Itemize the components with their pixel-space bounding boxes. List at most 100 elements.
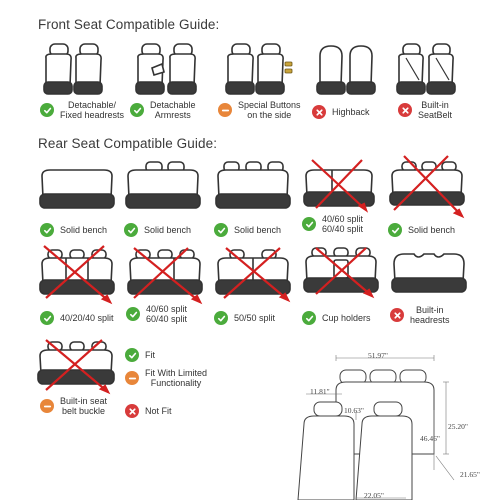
caption-line: Solid bench: [234, 225, 282, 235]
front-seat-guide-title: Front Seat Compatible Guide:: [38, 17, 220, 32]
check-circle-icon: [388, 223, 402, 237]
dimension-width-top: 51.97": [368, 351, 388, 360]
check-circle-icon: [214, 311, 228, 325]
caption-label: 50/50 split: [234, 313, 275, 323]
caption-line: 40/60 split: [146, 304, 188, 314]
caption-label: Solid bench: [234, 225, 281, 235]
caption-line: Solid bench: [144, 225, 192, 235]
dimension-bottom: 22.05": [364, 491, 384, 500]
front-seat-highback-illustration: [314, 42, 380, 98]
rear-40-20-40-split-illustration: [38, 244, 118, 306]
check-circle-icon: [130, 103, 144, 117]
caption-label: Fit: [145, 350, 155, 360]
rear-solid-bench-illustration-1: [38, 166, 118, 212]
caption-label: Not Fit: [145, 406, 172, 416]
front-items-caption-4: Highback: [312, 105, 370, 119]
rear-solid-bench-illustration-3: [214, 160, 294, 212]
rear-row1-caption-5: Solid bench: [388, 223, 455, 237]
rear-40-60-split-illustration: [302, 156, 380, 218]
caption-label: Solid bench: [144, 225, 191, 235]
caption-line: Solid bench: [408, 225, 456, 235]
caption-line: Cup holders: [322, 313, 371, 323]
check-circle-icon: [40, 223, 54, 237]
legend-caption-3: Not Fit: [125, 404, 172, 418]
front-seat-side-buttons-illustration: [222, 42, 298, 98]
check-circle-icon: [126, 307, 140, 321]
dimension-right-height: 25.20": [448, 422, 468, 431]
caption-line: Armrests: [154, 110, 191, 120]
seat-dimensions-diagram: [296, 350, 496, 500]
front-seat-built-in-seatbelt-illustration: [394, 42, 460, 98]
minus-circle-icon: [218, 103, 232, 117]
check-circle-icon: [214, 223, 228, 237]
x-circle-icon: [398, 103, 412, 117]
rear-solid-bench-illustration-2: [124, 160, 204, 212]
check-circle-icon: [302, 311, 316, 325]
minus-circle-icon: [125, 371, 139, 385]
rear-40-60-split-with-headrests-illustration: [126, 244, 206, 306]
dimension-back-height: 46.46": [420, 434, 440, 443]
check-circle-icon: [40, 311, 54, 325]
rear-seat-guide-title: Rear Seat Compatible Guide:: [38, 136, 218, 151]
caption-line: Highback: [332, 107, 370, 117]
x-circle-icon: [390, 308, 404, 322]
dimension-seat-depth: 21.65": [460, 470, 480, 479]
dimension-left-height: 11.81": [310, 387, 330, 396]
legend-caption-1: Fit: [125, 348, 155, 362]
check-circle-icon: [40, 103, 54, 117]
caption-line: headrests: [410, 315, 450, 325]
caption-label: Cup holders: [322, 313, 371, 323]
caption-label: Detachable/Fixed headrests: [60, 100, 124, 120]
caption-label: Solid bench: [408, 225, 455, 235]
caption-line: 40/60 split: [322, 214, 364, 224]
rear-row1-caption-1: Solid bench: [40, 223, 107, 237]
caption-line: Fit: [145, 350, 155, 360]
caption-line: Fit With Limited: [145, 368, 208, 378]
caption-line: Built-in: [421, 100, 449, 110]
check-circle-icon: [124, 223, 138, 237]
front-items-caption-1: Detachable/Fixed headrests: [40, 100, 124, 120]
caption-label: Solid bench: [60, 225, 107, 235]
minus-circle-icon: [40, 399, 54, 413]
caption-line: Built-in: [416, 305, 444, 315]
caption-line: Functionality: [150, 378, 202, 388]
rear-row1-caption-3: Solid bench: [214, 223, 281, 237]
caption-line: 60/40 split: [146, 314, 188, 324]
rear-50-50-split-illustration: [214, 244, 294, 306]
check-circle-icon: [125, 348, 139, 362]
caption-line: SeatBelt: [418, 110, 453, 120]
caption-line: Solid bench: [60, 225, 108, 235]
caption-line: belt buckle: [62, 406, 106, 416]
caption-label: Highback: [332, 107, 370, 117]
front-seat-detachable-headrests-illustration: [42, 42, 108, 98]
caption-line: on the side: [247, 110, 292, 120]
caption-line: Special Buttons: [238, 100, 301, 110]
caption-line: Detachable/: [68, 100, 117, 110]
x-circle-icon: [125, 404, 139, 418]
check-circle-icon: [302, 217, 316, 231]
x-circle-icon: [312, 105, 326, 119]
rear-built-in-seat-belt-buckle-illustration: [36, 336, 118, 396]
caption-line: Fixed headrests: [60, 110, 125, 120]
caption-line: Built-in seat: [60, 396, 108, 406]
caption-line: 50/50 split: [234, 313, 276, 323]
caption-line: 60/40 split: [322, 224, 364, 234]
caption-line: 40/20/40 split: [60, 313, 114, 323]
rear-row2-caption-4: Cup holders: [302, 311, 371, 325]
front-seat-armrests-illustration: [132, 42, 202, 98]
